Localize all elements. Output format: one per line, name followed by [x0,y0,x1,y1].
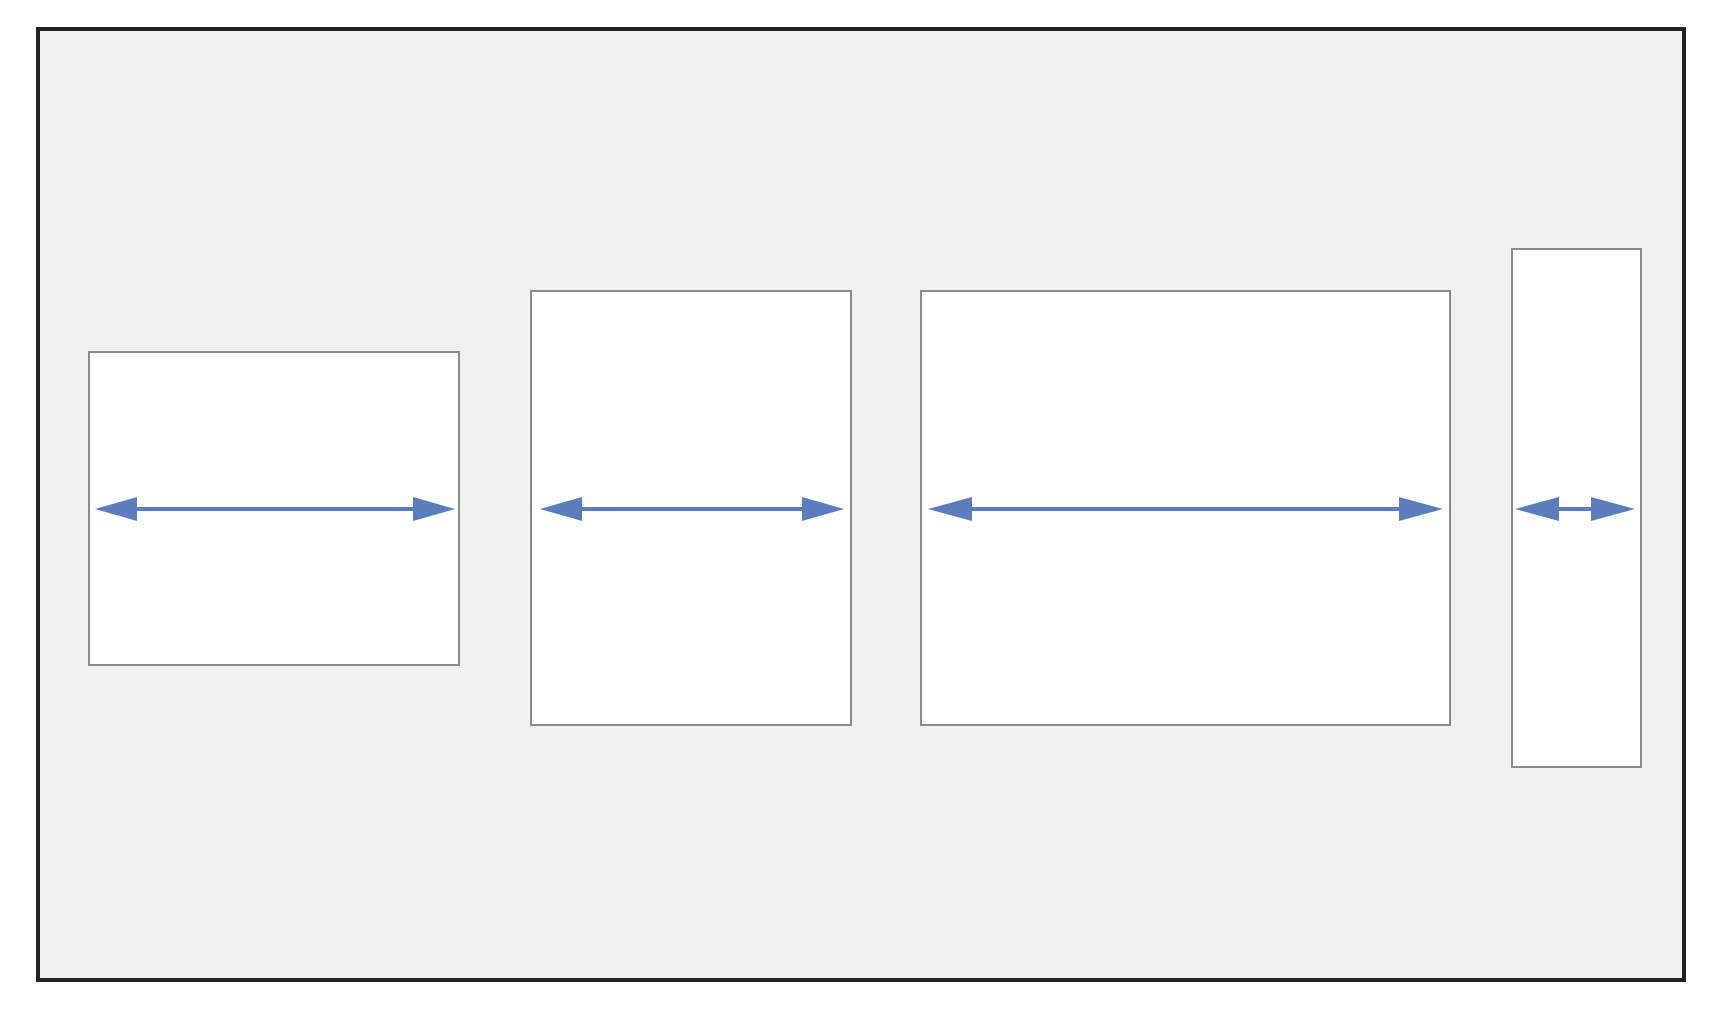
flex-item-3 [920,290,1451,726]
flex-item-4 [1511,248,1642,768]
flex-item-1 [88,351,460,666]
flex-item-2 [530,290,852,726]
